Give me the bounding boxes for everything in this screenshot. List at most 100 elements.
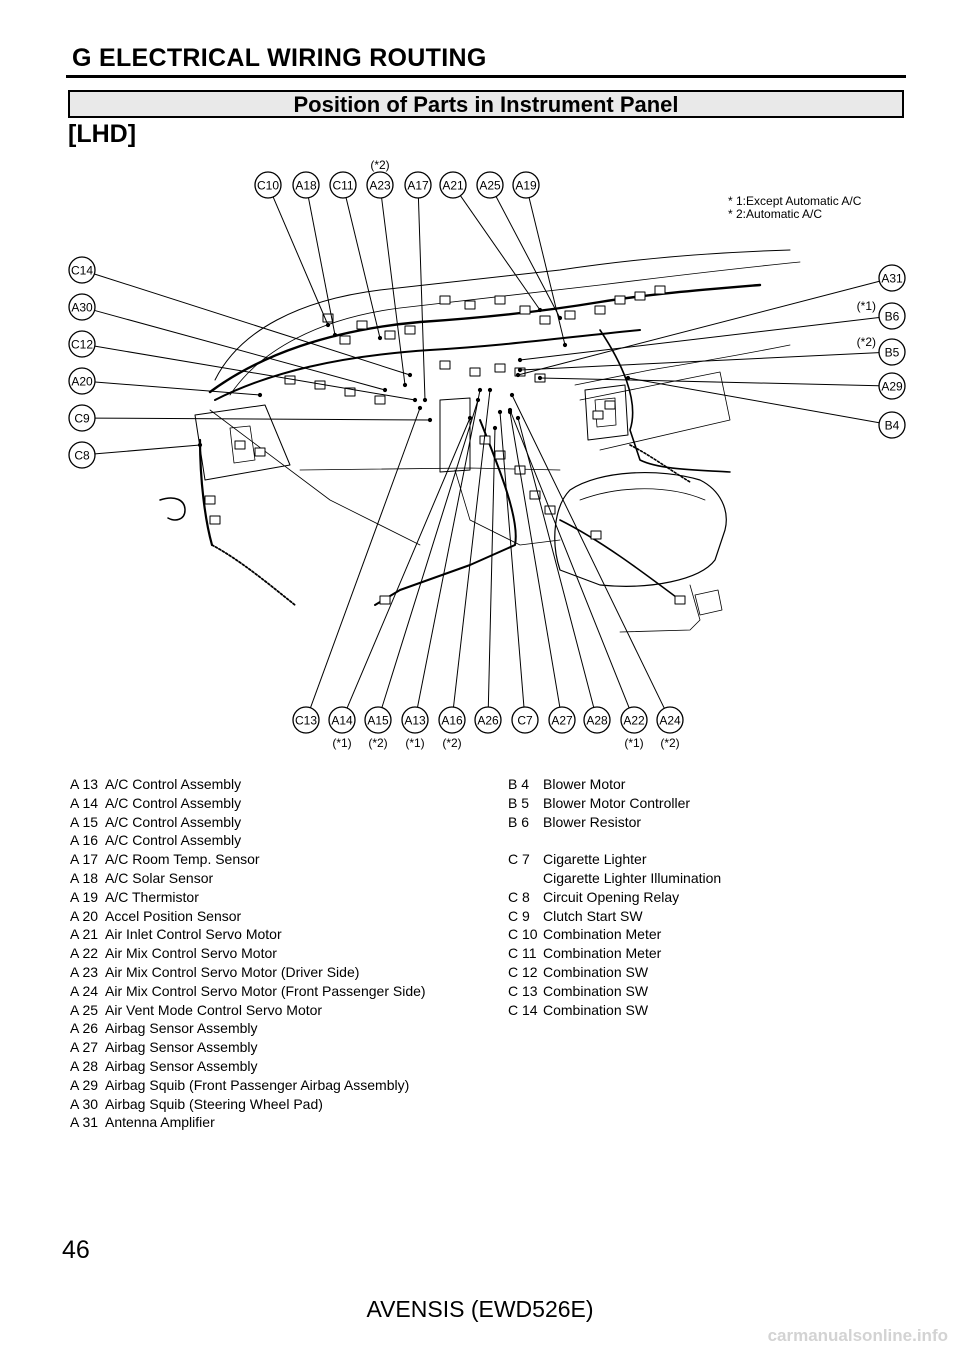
callout-circle xyxy=(476,171,504,199)
callout-circle xyxy=(68,330,96,358)
leader-end-dot xyxy=(515,415,521,421)
legend-code: A 27 xyxy=(70,1039,99,1056)
legend-code: A 22 xyxy=(70,945,99,962)
callout-code: C9 xyxy=(74,411,90,425)
connector-mark xyxy=(614,295,626,305)
connector-mark xyxy=(439,360,451,370)
leader-line xyxy=(94,345,416,401)
legend-code: C 14 xyxy=(508,1001,538,1018)
callout-code: A29 xyxy=(881,379,903,393)
connector-mark xyxy=(379,595,391,605)
callout-code: C14 xyxy=(71,263,93,277)
leader-line xyxy=(94,444,201,455)
callout-a15: A15(*2) xyxy=(364,706,392,750)
connector-mark xyxy=(594,305,606,315)
callout-code: C13 xyxy=(295,713,317,727)
callout-code: B4 xyxy=(885,418,900,432)
leader-end-dot xyxy=(407,372,413,378)
callout-note: (*1) xyxy=(624,736,643,750)
callout-circle xyxy=(68,404,96,432)
callout-circle xyxy=(548,706,576,734)
callout-code: A28 xyxy=(586,713,608,727)
callout-a16: A16(*2) xyxy=(438,706,466,750)
callout-c7: C7 xyxy=(511,706,539,734)
legend-code: B 4 xyxy=(508,776,530,792)
callout-a13: A13(*1) xyxy=(401,706,429,750)
leader-line xyxy=(509,409,630,709)
callout-a19: A19 xyxy=(512,171,540,199)
leader-line xyxy=(511,394,665,709)
callout-circle xyxy=(329,171,357,199)
callout-code: A26 xyxy=(477,713,499,727)
leader-end-dot xyxy=(625,375,631,381)
connector-mark xyxy=(254,447,266,457)
legend-name: Airbag Sensor Assembly xyxy=(105,1039,258,1056)
leader-line xyxy=(487,427,496,708)
legend-row: C 14 Combination SW xyxy=(508,1001,721,1020)
leader-line xyxy=(517,417,595,708)
callout-a30: A30 xyxy=(68,293,96,321)
connector-mark xyxy=(564,310,576,320)
dash-outline xyxy=(194,404,291,481)
callout-circle xyxy=(364,706,392,734)
callout-note: (*1) xyxy=(332,736,351,750)
legend-row: B 4 Blower Motor xyxy=(508,775,721,794)
callout-code: A22 xyxy=(623,713,645,727)
legend-name: Airbag Sensor Assembly xyxy=(105,1020,258,1037)
leader-line xyxy=(346,417,471,709)
legend-row: A 22 Air Mix Control Servo Motor xyxy=(70,944,426,963)
legend-code: C 13 xyxy=(508,982,538,999)
dash-outline xyxy=(209,409,421,546)
callout-circle xyxy=(583,706,611,734)
legend-name: Blower Motor xyxy=(543,776,626,792)
variant-label: [LHD] xyxy=(68,120,137,148)
connector-mark xyxy=(344,387,356,397)
callout-code: A31 xyxy=(881,271,903,285)
callout-code: A25 xyxy=(479,178,501,192)
leader-line xyxy=(345,197,381,339)
diagram-notes: * 1:Except Automatic A/C * 2:Automatic A… xyxy=(728,195,861,221)
leader-end-dot xyxy=(517,357,523,363)
leader-line xyxy=(94,417,431,421)
legend-name: Airbag Squib (Steering Wheel Pad) xyxy=(105,1095,323,1112)
callout-code: A18 xyxy=(295,178,317,192)
leader-line xyxy=(307,197,336,336)
connector-mark xyxy=(494,363,506,373)
leader-end-dot xyxy=(537,375,543,381)
callout-code: A30 xyxy=(71,300,93,314)
leader-line xyxy=(460,195,541,311)
connector-mark xyxy=(322,313,334,323)
dash-outline xyxy=(208,283,762,394)
callout-c8: C8 xyxy=(68,441,96,469)
legend-code: C 11 xyxy=(508,945,537,962)
legend-code: A 14 xyxy=(70,794,99,811)
callout-code: C8 xyxy=(74,448,90,462)
callout-circle xyxy=(292,706,320,734)
dash-outline xyxy=(619,584,701,633)
callout-b5: B5(*2) xyxy=(857,335,906,366)
dash-outline xyxy=(579,371,731,451)
legend-name: Air Mix Control Servo Motor xyxy=(105,945,277,962)
callout-a25: A25 xyxy=(476,171,504,199)
subtitle-box: Position of Parts in Instrument Panel xyxy=(68,90,904,118)
legend-code: A 18 xyxy=(70,869,99,886)
callout-c13: C13 xyxy=(292,706,320,734)
legend-name: Combination Meter xyxy=(543,926,662,943)
leader-end-dot xyxy=(477,387,483,393)
leader-end-dot xyxy=(537,307,543,313)
connector-mark xyxy=(529,490,541,500)
legend-name: Combination Meter xyxy=(543,945,662,962)
legend-name: Airbag Squib (Front Passenger Airbag Ass… xyxy=(105,1076,410,1093)
legend-name: Combination SW xyxy=(543,1001,649,1018)
